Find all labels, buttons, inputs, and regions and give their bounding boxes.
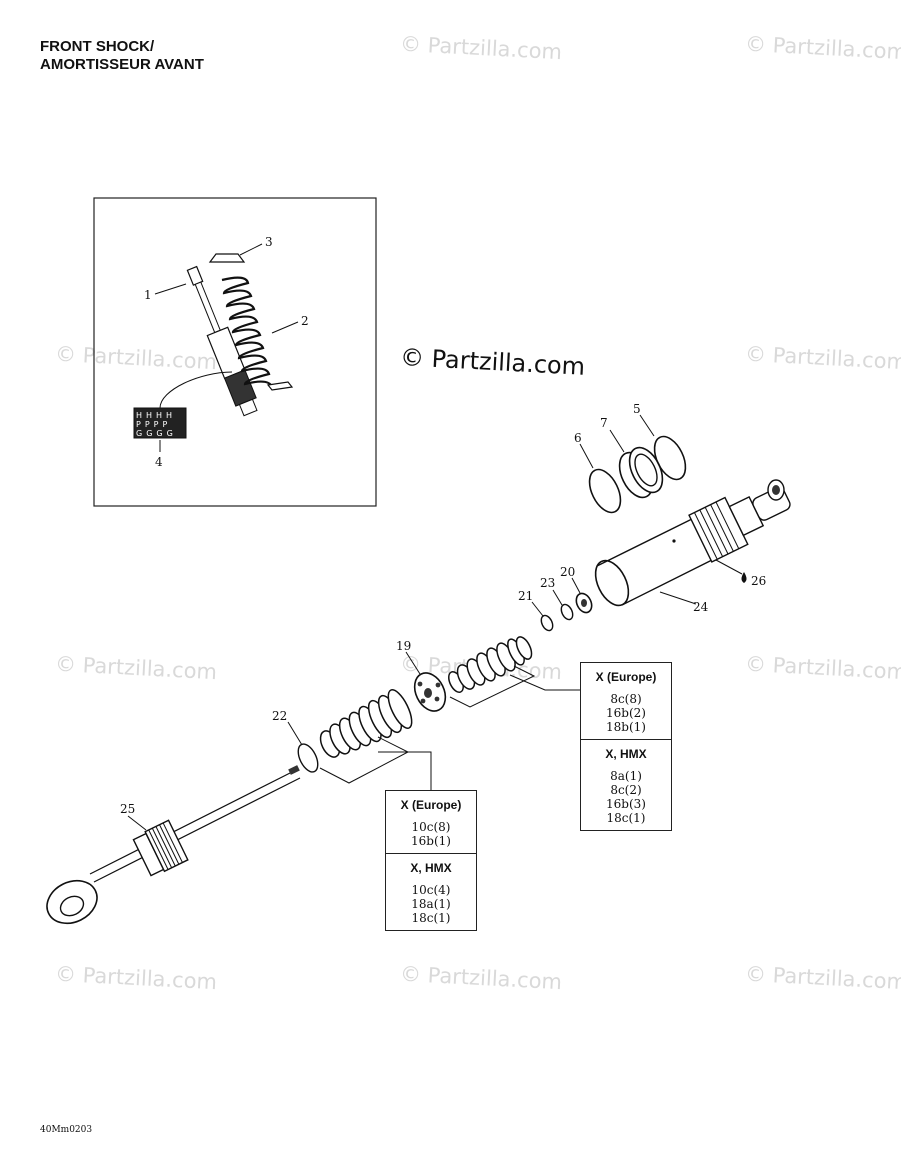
washer-21 [540, 614, 554, 632]
shim-stack-lower [319, 689, 413, 758]
washer-23 [560, 603, 574, 621]
table-section: X (Europe) 8c(8) 16b(2) 18b(1) [581, 663, 671, 739]
table-header: X (Europe) [595, 670, 657, 684]
body-tube-24 [594, 479, 791, 607]
inset-decal: HHHH PPPP GGGG [133, 407, 187, 439]
piston-19 [413, 672, 447, 712]
callout-4: 4 [155, 455, 163, 469]
table-header: X, HMX [410, 861, 452, 875]
table-section: X, HMX 8a(1) 8c(2) 16b(3) 18c(1) [581, 739, 671, 830]
o-ring-6 [588, 468, 622, 514]
callout-25: 25 [120, 802, 135, 816]
inset-shock-assembly [186, 265, 258, 417]
callout-1: 1 [144, 288, 152, 302]
table-row: 10c(8) [411, 820, 451, 834]
title-line-1: FRONT SHOCK/ [40, 38, 155, 55]
table-section: X, HMX 10c(4) 18a(1) 18c(1) [386, 853, 476, 930]
table-header: X, HMX [605, 747, 647, 761]
svg-text:HHHH: HHHH [136, 411, 176, 420]
table-row: 18b(1) [606, 720, 646, 734]
table-row: 18c(1) [606, 811, 646, 825]
page-title: FRONT SHOCK/ AMORTISSEUR AVANT [40, 38, 204, 74]
inset-spring [221, 276, 274, 388]
table-section: X (Europe) 10c(8) 16b(1) [386, 791, 476, 853]
table-row: 16b(2) [606, 706, 646, 720]
svg-text:GGGG: GGGG [136, 429, 177, 438]
callout-20: 20 [560, 565, 575, 579]
table-row: 18c(1) [411, 911, 451, 925]
callout-2: 2 [301, 314, 309, 328]
application-table-right: X (Europe) 8c(8) 16b(2) 18b(1) X, HMX 8a… [580, 662, 672, 831]
document-code: 40Mm0203 [40, 1125, 93, 1135]
shim-stack-upper [448, 636, 533, 693]
nut-20 [575, 592, 593, 614]
callout-6: 6 [574, 431, 582, 445]
svg-text:PPPP: PPPP [136, 420, 171, 429]
callout-24: 24 [693, 600, 709, 614]
shaft-assembly [46, 765, 301, 925]
callout-5: 5 [633, 402, 641, 416]
title-line-2: AMORTISSEUR AVANT [40, 56, 204, 73]
table-row: 18a(1) [411, 897, 451, 911]
table-row: 8c(2) [610, 783, 642, 797]
inset-retainer [266, 381, 294, 391]
oil-drop-icon [741, 572, 747, 583]
application-table-left: X (Europe) 10c(8) 16b(1) X, HMX 10c(4) 1… [385, 790, 477, 931]
table-header: X (Europe) [400, 798, 462, 812]
callout-26: 26 [751, 574, 766, 588]
callout-3: 3 [265, 235, 273, 249]
callout-19: 19 [396, 639, 411, 653]
table-row: 16b(1) [411, 834, 451, 848]
table-row: 8a(1) [610, 769, 642, 783]
callout-21: 21 [518, 589, 533, 603]
seal-ring-7 [618, 446, 664, 499]
o-ring-5 [653, 435, 687, 481]
inset-frame [93, 197, 377, 507]
table-row: 16b(3) [606, 797, 646, 811]
table-row: 10c(4) [411, 883, 451, 897]
callout-7: 7 [600, 416, 608, 430]
callout-23: 23 [540, 576, 555, 590]
table-row: 8c(8) [610, 692, 642, 706]
callout-22: 22 [272, 709, 287, 723]
inset-spring-cap [208, 253, 246, 263]
